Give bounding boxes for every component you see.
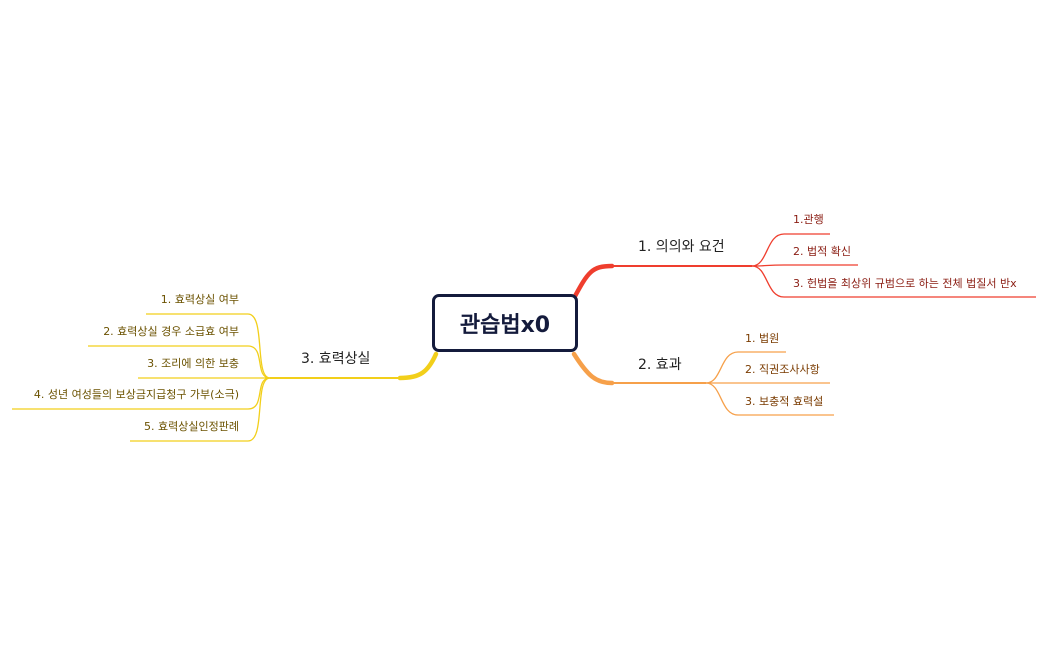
root-topic[interactable]: 관습법x0: [432, 294, 578, 352]
link-branch-1-leaf-1: [751, 233, 830, 267]
link-root-to-branch-2: [571, 351, 615, 386]
subtopic-1-2[interactable]: 2. 법적 확신: [793, 245, 851, 258]
link-branch-3-leaf-4: [12, 377, 271, 410]
branch-topic-2[interactable]: 2. 효과: [638, 357, 682, 373]
link-branch-1-leaf-2: [751, 264, 858, 267]
subtopic-1-3[interactable]: 3. 헌법을 최상위 규범으로 하는 전체 법질서 반x: [793, 277, 1017, 290]
branch-topic-1[interactable]: 1. 의의와 요건: [638, 239, 725, 255]
subtopic-3-5[interactable]: 5. 효력상실인정판례: [144, 420, 239, 433]
branch-topic-3[interactable]: 3. 효력상실: [301, 351, 371, 367]
link-branch-1-leaf-3: [751, 265, 1036, 298]
subtopic-2-3[interactable]: 3. 보충적 효력설: [745, 395, 824, 408]
link-branch-3-leaf-1: [146, 313, 271, 379]
link-root-to-branch-3: [397, 351, 439, 381]
subtopic-1-1[interactable]: 1.관행: [793, 213, 824, 226]
subtopic-3-1[interactable]: 1. 효력상실 여부: [160, 293, 239, 306]
link-root-to-branch-1: [571, 263, 615, 301]
link-branch-3-leaf-2: [88, 345, 271, 379]
subtopic-3-4[interactable]: 4. 성년 여성들의 보상금지급청구 가부(소극): [33, 388, 239, 401]
subtopic-2-2[interactable]: 2. 직권조사사항: [745, 363, 820, 376]
link-branch-3-leaf-5: [130, 377, 271, 442]
subtopic-3-2[interactable]: 2. 효력상실 경우 소급효 여부: [103, 325, 239, 338]
root-topic-label: 관습법x0: [459, 313, 551, 338]
subtopic-3-3[interactable]: 3. 조리에 의한 보충: [147, 357, 239, 370]
link-branch-2-leaf-1: [705, 351, 786, 384]
link-branch-2-leaf-3: [705, 382, 834, 416]
subtopic-2-1[interactable]: 1. 법원: [745, 332, 780, 345]
